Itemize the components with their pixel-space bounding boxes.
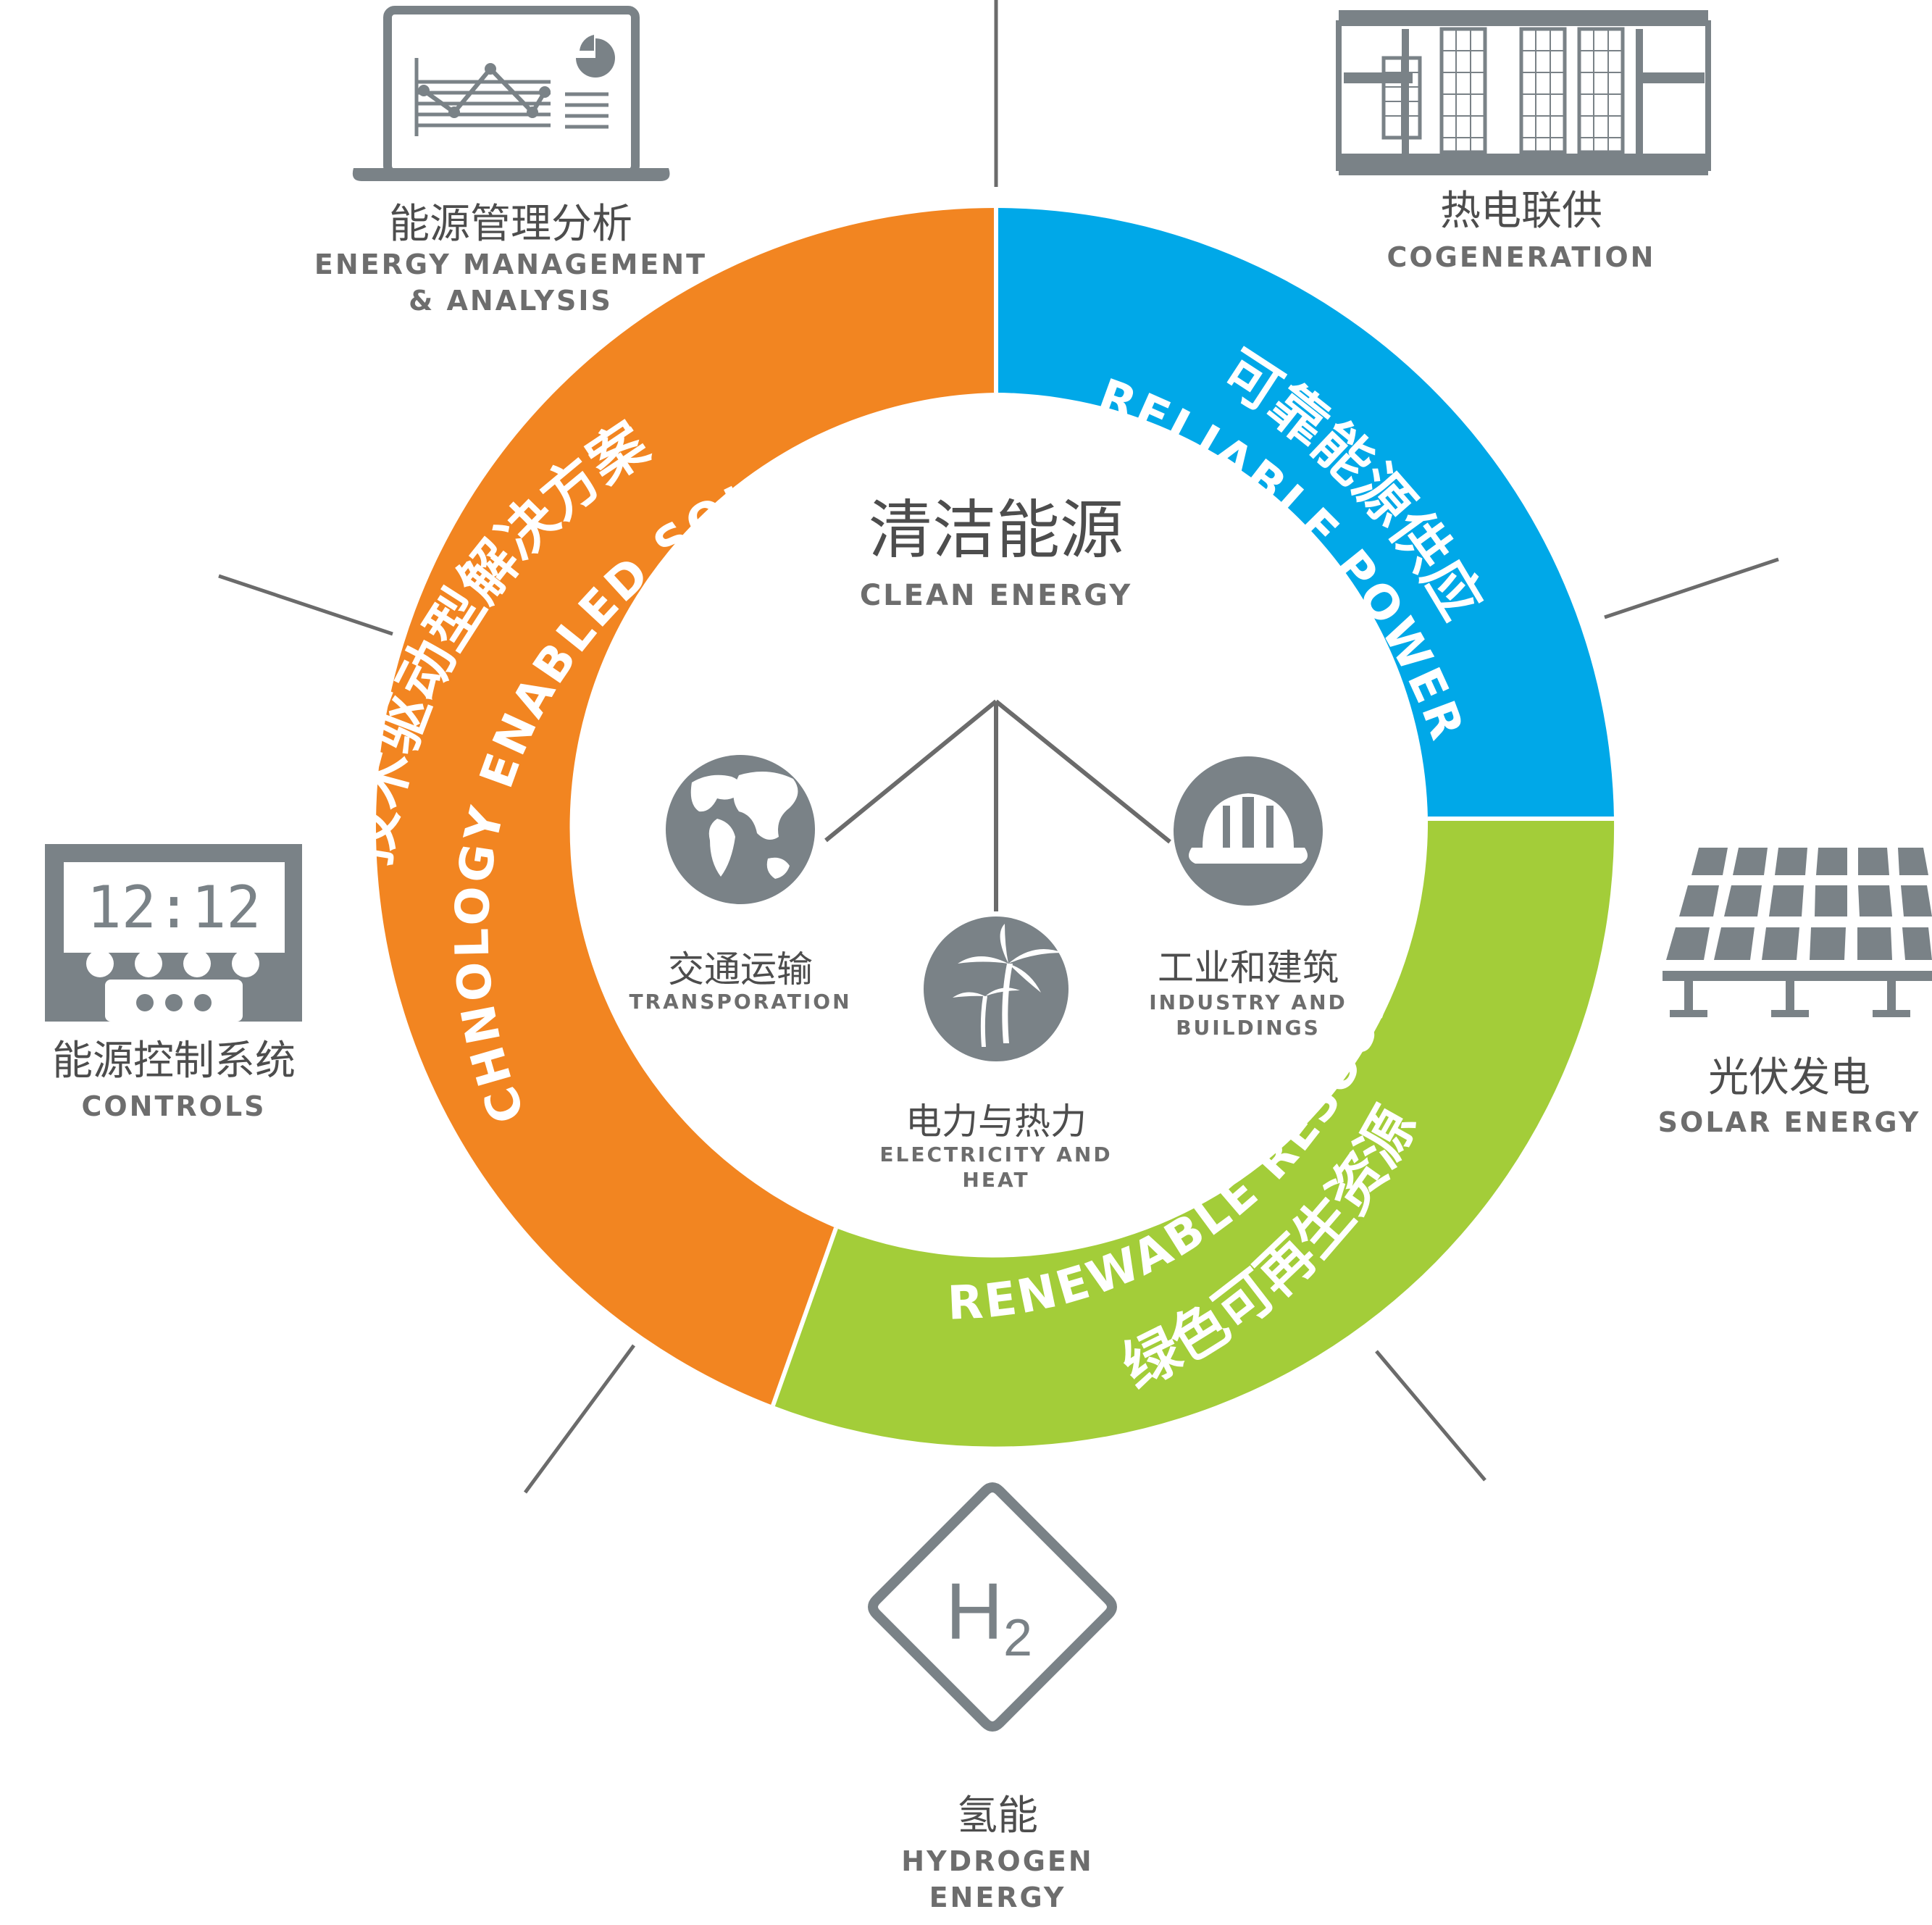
spoke-lines (218, 0, 1779, 1494)
generator-icon (1336, 10, 1711, 175)
sector-transport-zh: 交通运输 (668, 948, 813, 990)
outer-cogen-en: COGENERATION (1387, 241, 1656, 273)
spoke-bottom-left (523, 1344, 636, 1494)
sector-electricity-en2: HEAT (962, 1168, 1029, 1192)
outer-controls-zh: 能源控制系统 (52, 1037, 296, 1085)
globe-icon (666, 755, 815, 904)
ring (375, 206, 1615, 1447)
outer-ema-zh: 能源管理分析 (389, 201, 632, 248)
ring-segment-renewable (773, 819, 1615, 1447)
controls-display: 12:12 (87, 874, 262, 941)
outer-hydrogen-en1: HYDROGEN (901, 1845, 1093, 1877)
spoke-left (218, 574, 393, 636)
solar-panel-icon (1663, 848, 1932, 1017)
center-title-zh: 清洁能源 (869, 493, 1124, 567)
outer-ema-en1: ENERGY MANAGEMENT (314, 249, 707, 280)
hydrogen-icon: H 2 (868, 1482, 1117, 1732)
outer-ema-en2: & ANALYSIS (409, 285, 613, 317)
ring-segment-reliable (996, 208, 1614, 819)
hydrogen-subscript: 2 (1003, 1609, 1032, 1667)
outer-hydrogen-zh: 氢能 (957, 1792, 1038, 1840)
sector-industry-en2: BUILDINGS (1176, 1016, 1321, 1040)
spoke-right (1604, 557, 1779, 619)
outer-solar-zh: 光伏发电 (1708, 1054, 1870, 1101)
center-connectors (824, 699, 1171, 911)
outer-hydrogen-en2: ENERGY (929, 1882, 1066, 1913)
outer-solar-en: SOLAR ENERGY (1658, 1106, 1921, 1138)
outer-controls-en: CONTROLS (81, 1090, 266, 1122)
sector-transport-en: TRANSPORATION (629, 990, 851, 1014)
center-title-en: CLEAN ENERGY (860, 579, 1132, 612)
sector-industry-en1: INDUSTRY AND (1149, 990, 1347, 1014)
sector-electricity-zh: 电力与热力 (906, 1101, 1087, 1143)
sector-industry-zh: 工业和建筑 (1158, 947, 1339, 989)
ring-segment-technology (375, 207, 996, 1406)
control-panel-icon: 12:12 (45, 844, 302, 1022)
hydrogen-symbol: H (945, 1567, 1003, 1656)
palm-tree-icon (924, 916, 1069, 1061)
sector-electricity-en1: ELECTRICITY AND (879, 1143, 1112, 1166)
laptop-chart-icon (352, 6, 670, 181)
outer-cogen-zh: 热电联供 (1440, 188, 1602, 235)
spoke-bottom-right (1375, 1350, 1486, 1482)
hard-hat-icon (1174, 756, 1323, 906)
